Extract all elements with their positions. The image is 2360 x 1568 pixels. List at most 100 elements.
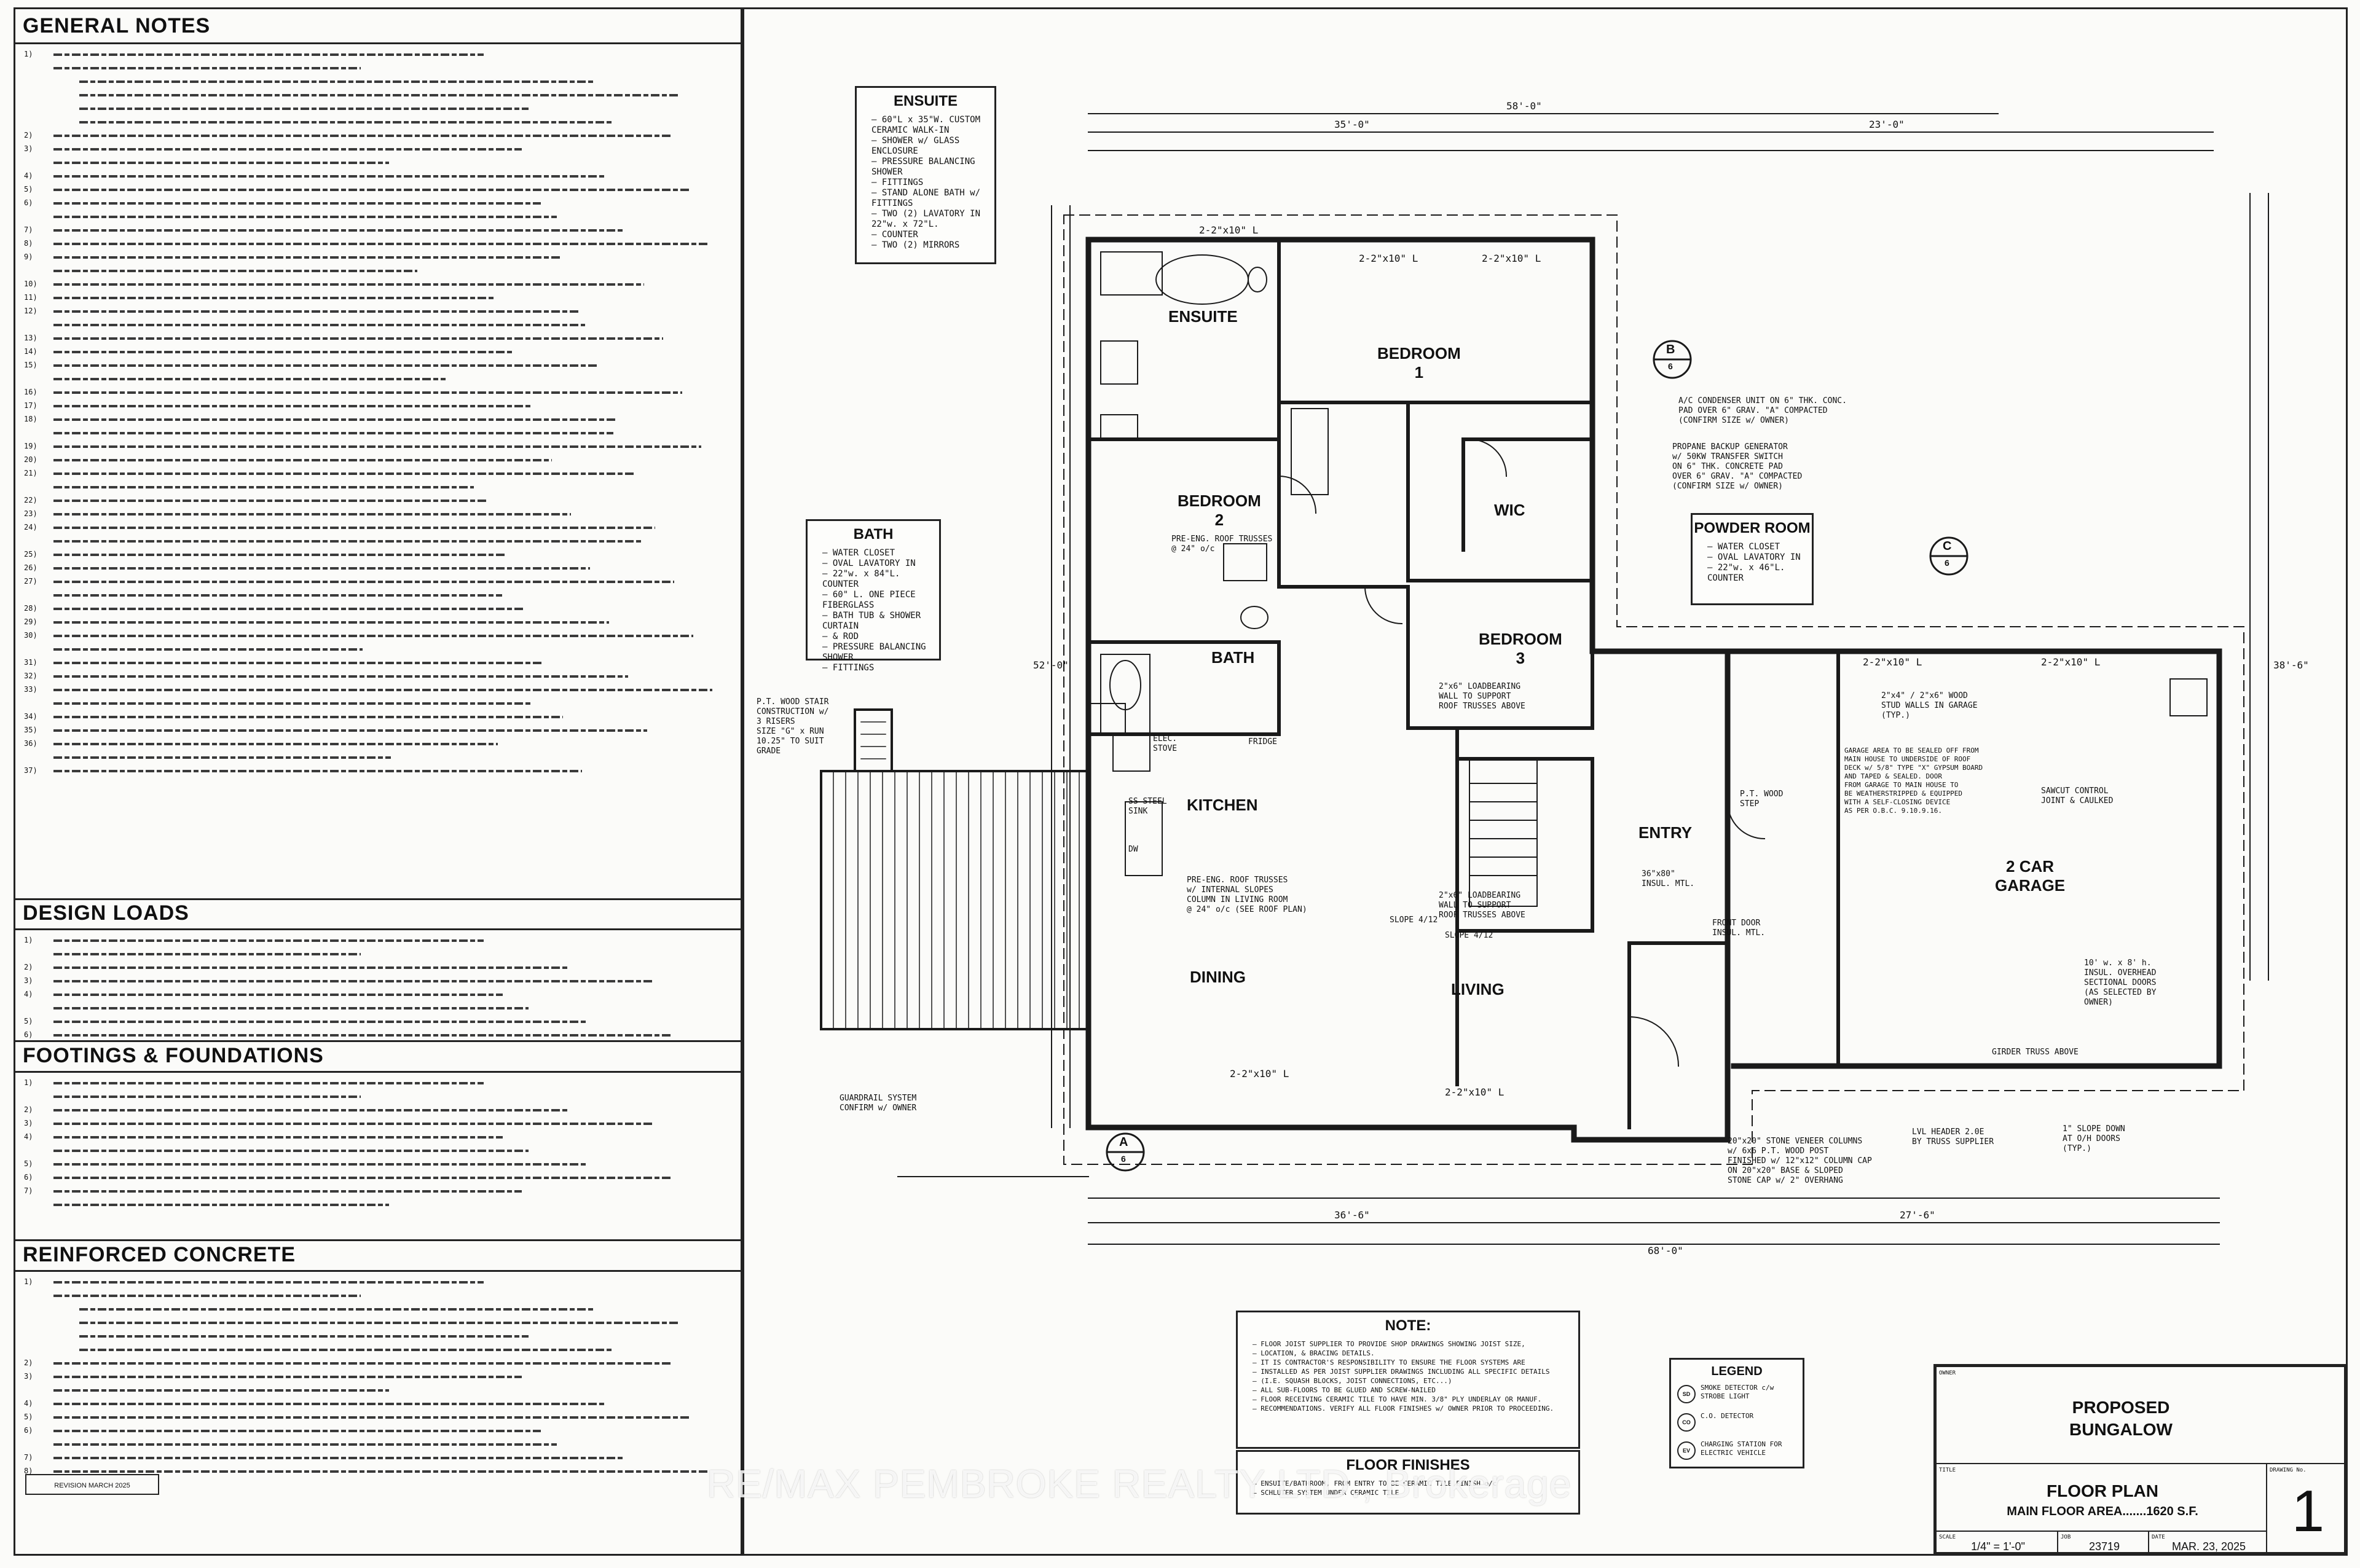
note-text-line bbox=[53, 445, 701, 448]
note-row: 9) bbox=[24, 253, 730, 262]
note-row: 1) bbox=[24, 50, 730, 59]
guardrail-note: GUARDRAIL SYSTEM CONFIRM w/ OWNER bbox=[840, 1094, 917, 1113]
drawing-number: 1 bbox=[2291, 1478, 2325, 1544]
note-text-line bbox=[53, 459, 552, 461]
spec-item: & ROD bbox=[822, 632, 939, 642]
note-row: 1) bbox=[24, 1078, 730, 1088]
note-text-line bbox=[53, 939, 484, 942]
date-label: DATE bbox=[2152, 1534, 2165, 1540]
stair bbox=[1469, 758, 1538, 907]
note-row bbox=[24, 753, 730, 762]
co-symbol-icon: CO bbox=[1677, 1413, 1696, 1432]
spec-item: TWO (2) LAVATORY IN 22"w. x 72"L. bbox=[871, 209, 994, 230]
note-row: 22) bbox=[24, 496, 730, 505]
spec-item: OVAL LAVATORY IN bbox=[1707, 552, 1812, 563]
note-text-line bbox=[53, 216, 557, 218]
stud-walls-note: 2"x4" / 2"x6" WOOD STUD WALLS IN GARAGE … bbox=[1881, 691, 1978, 720]
beam-label: 2-2"x10" L bbox=[1863, 656, 1922, 668]
section-markers bbox=[1106, 340, 1969, 1172]
note-row: 5) bbox=[24, 185, 730, 194]
note-number: 3) bbox=[24, 976, 33, 985]
note-number: 1) bbox=[24, 50, 33, 58]
loadbearing-note: 2"x6" LOADBEARING WALL TO SUPPORT ROOF T… bbox=[1439, 682, 1525, 711]
note-number: 36) bbox=[24, 739, 37, 748]
dimension: 52'-0" bbox=[1033, 659, 1069, 671]
roof-overhang bbox=[1063, 214, 2244, 1165]
note-text-line bbox=[53, 337, 663, 340]
note-row: 17) bbox=[24, 401, 730, 410]
sink-label: SS STEEL SINK bbox=[1128, 797, 1167, 816]
spec-item: WATER CLOSET bbox=[822, 548, 939, 559]
note-number: 2) bbox=[24, 1105, 33, 1114]
section-sheet: 6 bbox=[1668, 361, 1673, 371]
spec-item: OVAL LAVATORY IN bbox=[822, 559, 939, 569]
note-text-line bbox=[53, 1362, 671, 1365]
title-label: TITLE bbox=[1939, 1467, 1956, 1473]
note-row bbox=[24, 590, 730, 600]
note-number: 16) bbox=[24, 388, 37, 396]
note-row: 35) bbox=[24, 726, 730, 735]
note-row bbox=[24, 1345, 730, 1354]
deck bbox=[820, 708, 1090, 1030]
note-row bbox=[24, 428, 730, 437]
note-text-line bbox=[53, 1403, 606, 1405]
note-text-line bbox=[53, 270, 417, 272]
spec-item: INSTALLED AS PER JOIST SUPPLIER DRAWINGS… bbox=[1253, 1367, 1578, 1376]
note-row: 34) bbox=[24, 712, 730, 721]
note-text-line bbox=[53, 432, 613, 434]
note-row: 4) bbox=[24, 171, 730, 181]
floor-area: MAIN FLOOR AREA.......1620 S.F. bbox=[2007, 1505, 2198, 1518]
project-name: PROPOSED BUNGALOW bbox=[2069, 1398, 2173, 1439]
note-text-line bbox=[53, 966, 568, 969]
garage-seal-note: GARAGE AREA TO BE SEALED OFF FROM MAIN H… bbox=[1844, 747, 1983, 815]
note-row: 7) bbox=[24, 225, 730, 235]
entry-door-note: 36"x80" INSUL. MTL. bbox=[1642, 869, 1695, 888]
spec-item: 60" L. ONE PIECE FIBERGLASS bbox=[822, 590, 939, 611]
note-row bbox=[24, 699, 730, 708]
note-text-line bbox=[53, 1204, 389, 1206]
note-text-line bbox=[53, 1123, 652, 1125]
note-number: 14) bbox=[24, 347, 37, 356]
note-text-line bbox=[53, 608, 525, 610]
note-row: 2) bbox=[24, 131, 730, 140]
divider bbox=[15, 1270, 741, 1272]
spec-item: WATER CLOSET bbox=[1707, 542, 1812, 552]
note-row bbox=[24, 63, 730, 73]
spec-item: FITTINGS bbox=[822, 663, 939, 673]
note-text-line bbox=[79, 1308, 594, 1311]
sheet-title: FLOOR PLAN bbox=[2047, 1481, 2158, 1500]
note-row: 10) bbox=[24, 280, 730, 289]
note-number: 31) bbox=[24, 658, 37, 667]
note-row: 1) bbox=[24, 936, 730, 945]
floor-plan-svg bbox=[820, 113, 2269, 1245]
note-text-line bbox=[53, 662, 544, 664]
note-text-line bbox=[53, 527, 655, 529]
note-row bbox=[24, 1331, 730, 1341]
note-text-line bbox=[53, 621, 609, 624]
note-text-line bbox=[53, 729, 647, 732]
note-number: 27) bbox=[24, 577, 37, 586]
note-text-line bbox=[53, 1096, 361, 1098]
fridge-label: FRIDGE bbox=[1248, 737, 1277, 747]
room-bath: BATH bbox=[1211, 648, 1255, 667]
design-loads-title: DESIGN LOADS bbox=[23, 901, 189, 925]
revision-stamp: REVISION MARCH 2025 bbox=[25, 1474, 159, 1495]
beam-label: 2-2"x10" L bbox=[1230, 1068, 1289, 1080]
note-text-line bbox=[53, 283, 644, 286]
note-text-line bbox=[53, 364, 598, 367]
drawing-area: ENSUITE BEDROOM 1 BEDROOM 2 WIC BATH BED… bbox=[742, 7, 2348, 1556]
room-garage: 2 CAR GARAGE bbox=[1995, 857, 2066, 895]
note-number: 34) bbox=[24, 712, 37, 721]
note-number: 12) bbox=[24, 307, 37, 315]
note-number: 21) bbox=[24, 469, 37, 477]
spec-item: TWO (2) MIRRORS bbox=[871, 240, 994, 251]
ensuite-spec-title: ENSUITE bbox=[893, 93, 958, 109]
note-row: 4) bbox=[24, 1399, 730, 1408]
note-row: 6) bbox=[24, 198, 730, 208]
note-row: 8) bbox=[24, 239, 730, 248]
spec-item: 60"L x 35"W. CUSTOM CERAMIC WALK-IN bbox=[871, 115, 994, 136]
divider bbox=[15, 1040, 741, 1042]
